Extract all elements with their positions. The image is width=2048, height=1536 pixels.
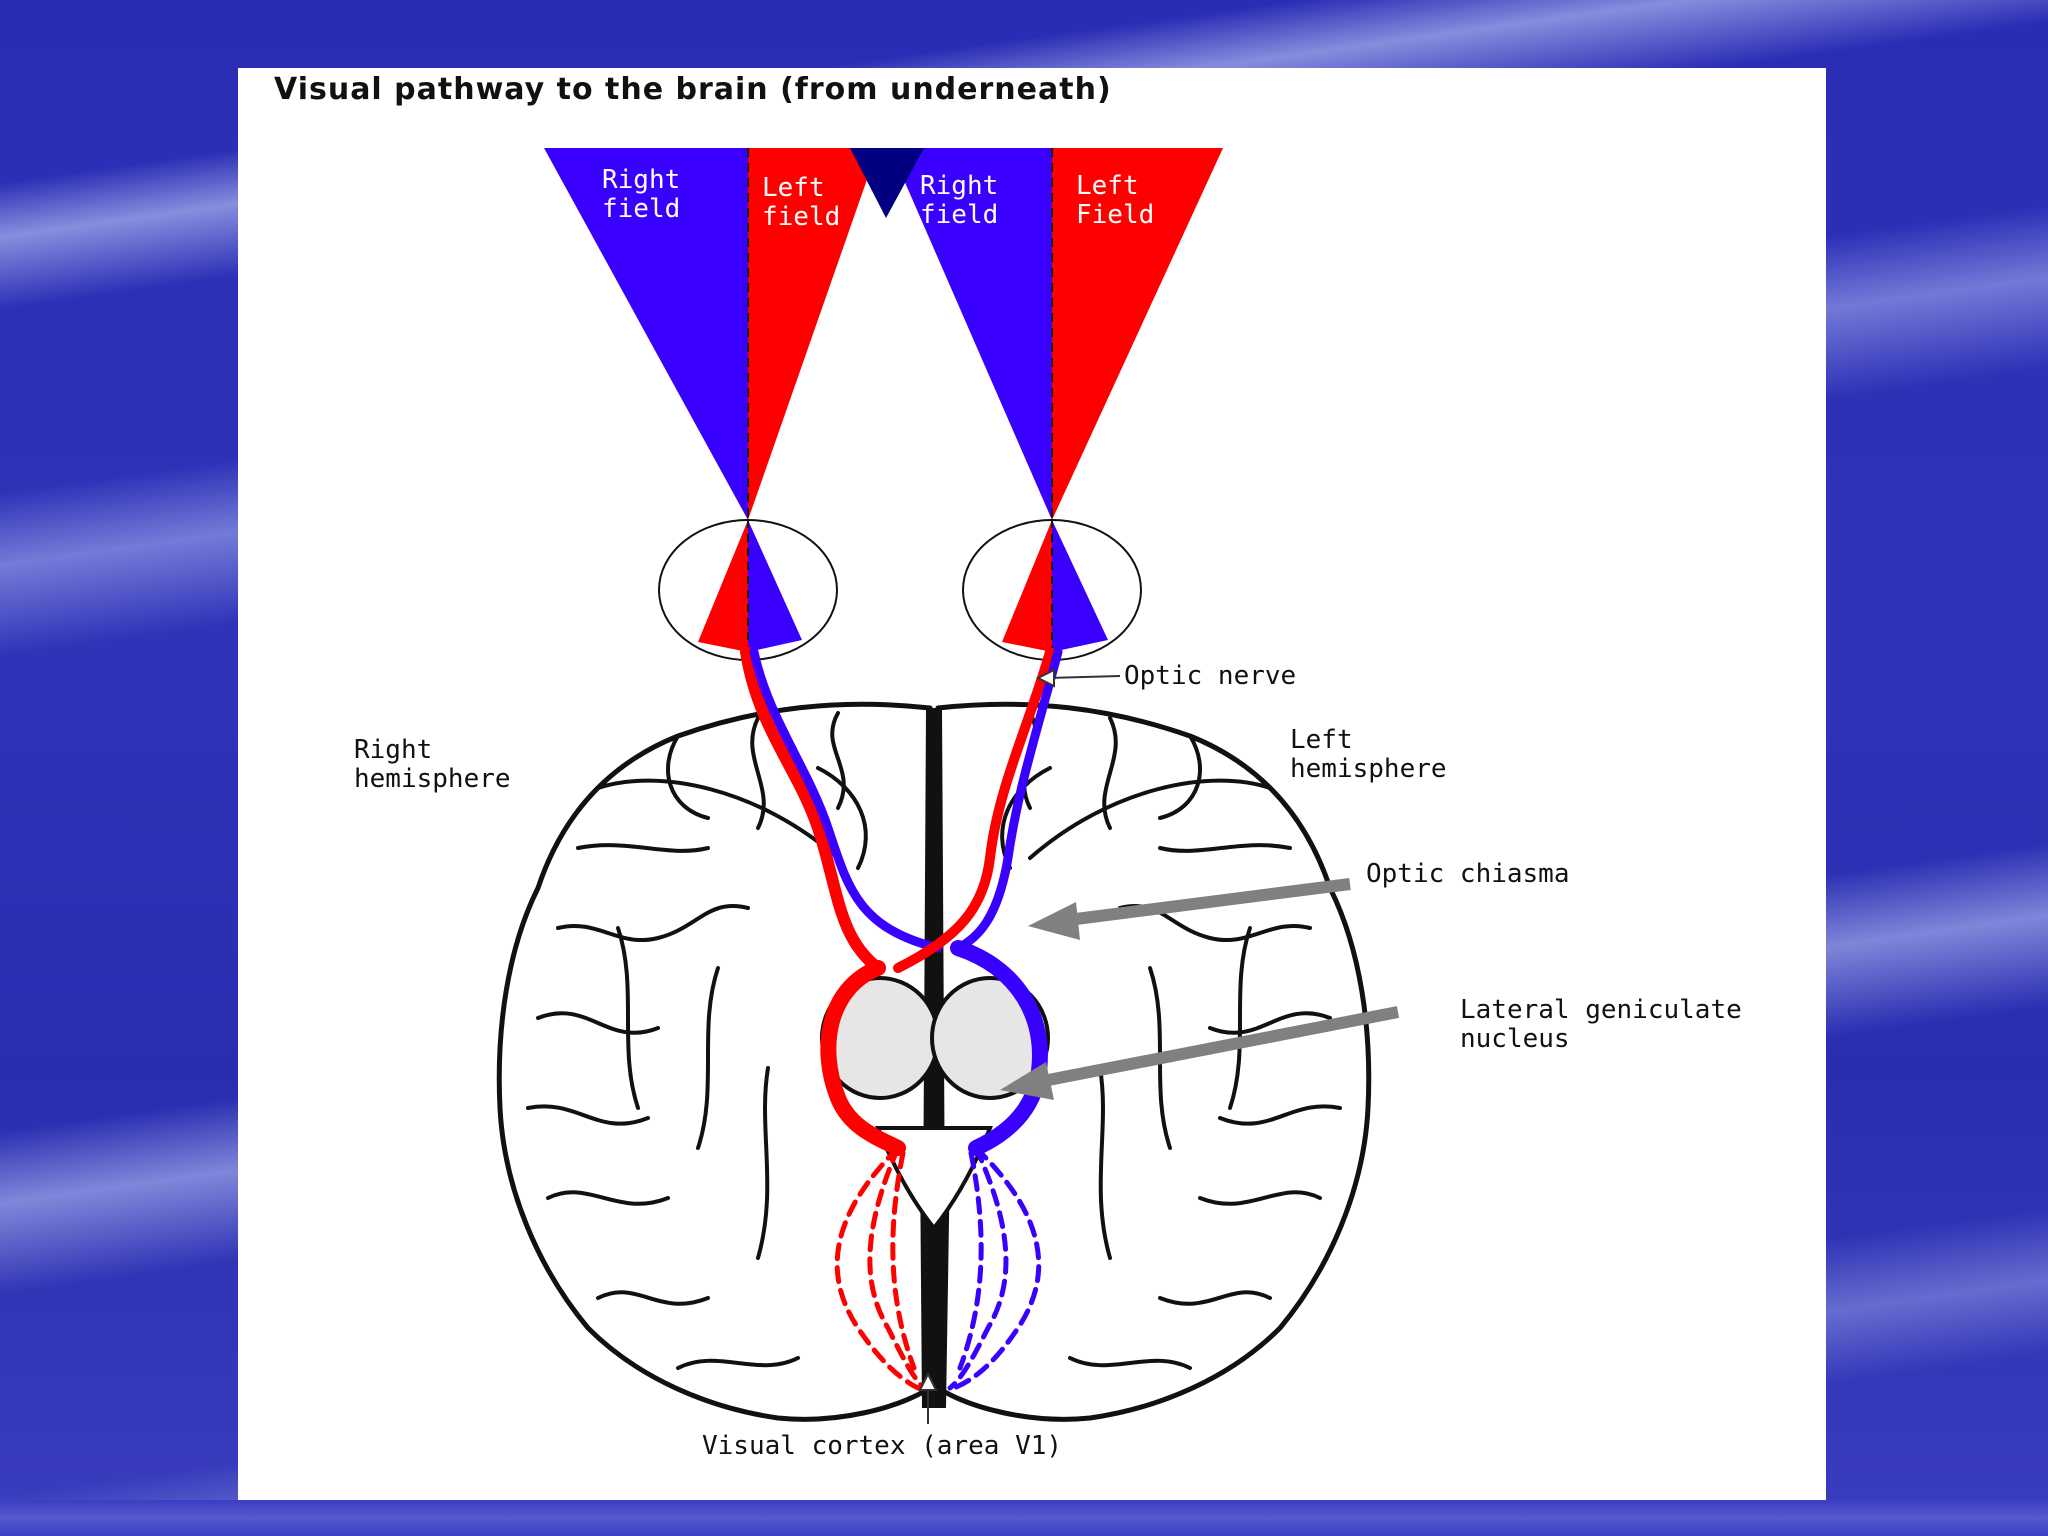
label-cone2-right-field: Right field [920,171,999,230]
visual-pathway-diagram [496,148,1400,1424]
diagram-panel: Visual pathway to the brain (from undern… [238,68,1826,1500]
pointer-arrows [918,668,1400,1424]
optic-nerve-arrow [1047,675,1121,679]
lgn-arrow [1036,1006,1400,1088]
label-lateral-geniculate-nucleus: Lateral geniculate nucleus [1460,995,1742,1054]
cone2-left-field [1052,148,1223,520]
cone-overlap [850,148,924,218]
label-cone1-left-field: Left field [762,173,841,232]
optic-chiasma-arrow [1067,878,1351,926]
cone1-right-field [544,148,748,520]
label-cone1-right-field: Right field [602,165,681,224]
cone1-left-field [748,148,878,520]
cone2-right-field [890,148,1052,520]
label-visual-cortex: Visual cortex (area V1) [702,1431,1063,1461]
label-optic-chiasma: Optic chiasma [1366,859,1570,889]
label-left-hemisphere: Left hemisphere [1290,725,1447,784]
label-cone2-left-field: Left Field [1076,171,1155,230]
field-cones [544,148,1223,520]
label-optic-nerve: Optic nerve [1124,661,1297,691]
right-eye [658,519,838,661]
left-eye [962,519,1142,661]
label-right-hemisphere: Right hemisphere [354,735,511,794]
diagram-title: Visual pathway to the brain (from undern… [274,72,1112,107]
optic-pathways [740,646,1063,1391]
slide-bottom-band [0,1500,2048,1536]
brainstem [820,976,1050,1232]
